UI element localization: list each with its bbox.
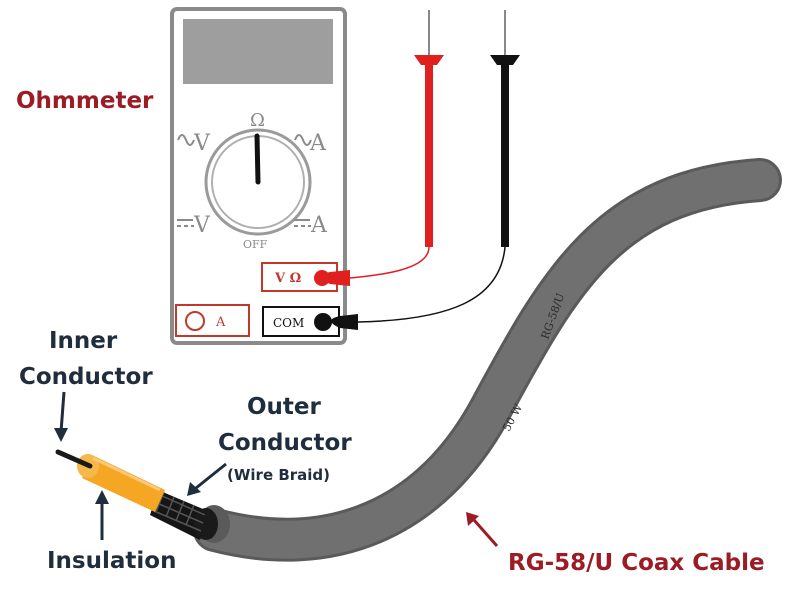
jack-a-socket-icon bbox=[185, 311, 205, 331]
outer-conductor-label-line2: Conductor bbox=[218, 430, 352, 456]
jack-vohm-label: V Ω bbox=[274, 271, 301, 286]
coax-cable: RG-58/U 50 W bbox=[193, 158, 782, 562]
meter-display bbox=[183, 19, 333, 84]
inner-conductor-label-line2: Conductor bbox=[19, 364, 153, 390]
black-probe bbox=[314, 10, 520, 331]
outer-conductor-label-line1: Outer bbox=[247, 394, 322, 420]
dial-dc-a-label: A bbox=[310, 213, 328, 238]
ohmmeter-label: Ohmmeter bbox=[16, 88, 154, 114]
inner-conductor-wire bbox=[55, 449, 93, 469]
cable-arrow bbox=[466, 512, 499, 547]
dc-symbol-icon-left bbox=[177, 219, 194, 227]
insulation-dielectric bbox=[77, 454, 165, 512]
dc-symbol-icon-right bbox=[294, 219, 311, 227]
dial-ac-a-label: A bbox=[309, 131, 327, 156]
jack-a-label: A bbox=[215, 315, 226, 330]
multimeter: Ω V A V A OFF V Ω A COM bbox=[170, 7, 347, 345]
dial-pointer bbox=[254, 133, 261, 185]
dial-ohm-label: Ω bbox=[250, 110, 265, 131]
wire-braid bbox=[150, 490, 218, 540]
dial-ac-v-label: V bbox=[193, 131, 211, 156]
black-plug bbox=[331, 314, 358, 330]
dial-dc-v-label: V bbox=[193, 213, 211, 238]
pointer-arrows bbox=[54, 391, 227, 540]
ac-wave-icon-left bbox=[177, 134, 195, 146]
jack-a[interactable] bbox=[175, 304, 250, 337]
jack-vohm[interactable] bbox=[261, 262, 338, 292]
coax-cable-label: RG-58/U Coax Cable bbox=[508, 550, 765, 576]
insulation-label: Insulation bbox=[47, 548, 176, 574]
dial-off-label: OFF bbox=[243, 238, 268, 251]
inner-conductor-label-line1: Inner bbox=[49, 328, 118, 354]
red-probe bbox=[314, 10, 444, 286]
wire-braid-sublabel: (Wire Braid) bbox=[227, 466, 330, 484]
ac-wave-icon-right bbox=[294, 134, 312, 146]
jack-com-label: COM bbox=[273, 316, 304, 330]
